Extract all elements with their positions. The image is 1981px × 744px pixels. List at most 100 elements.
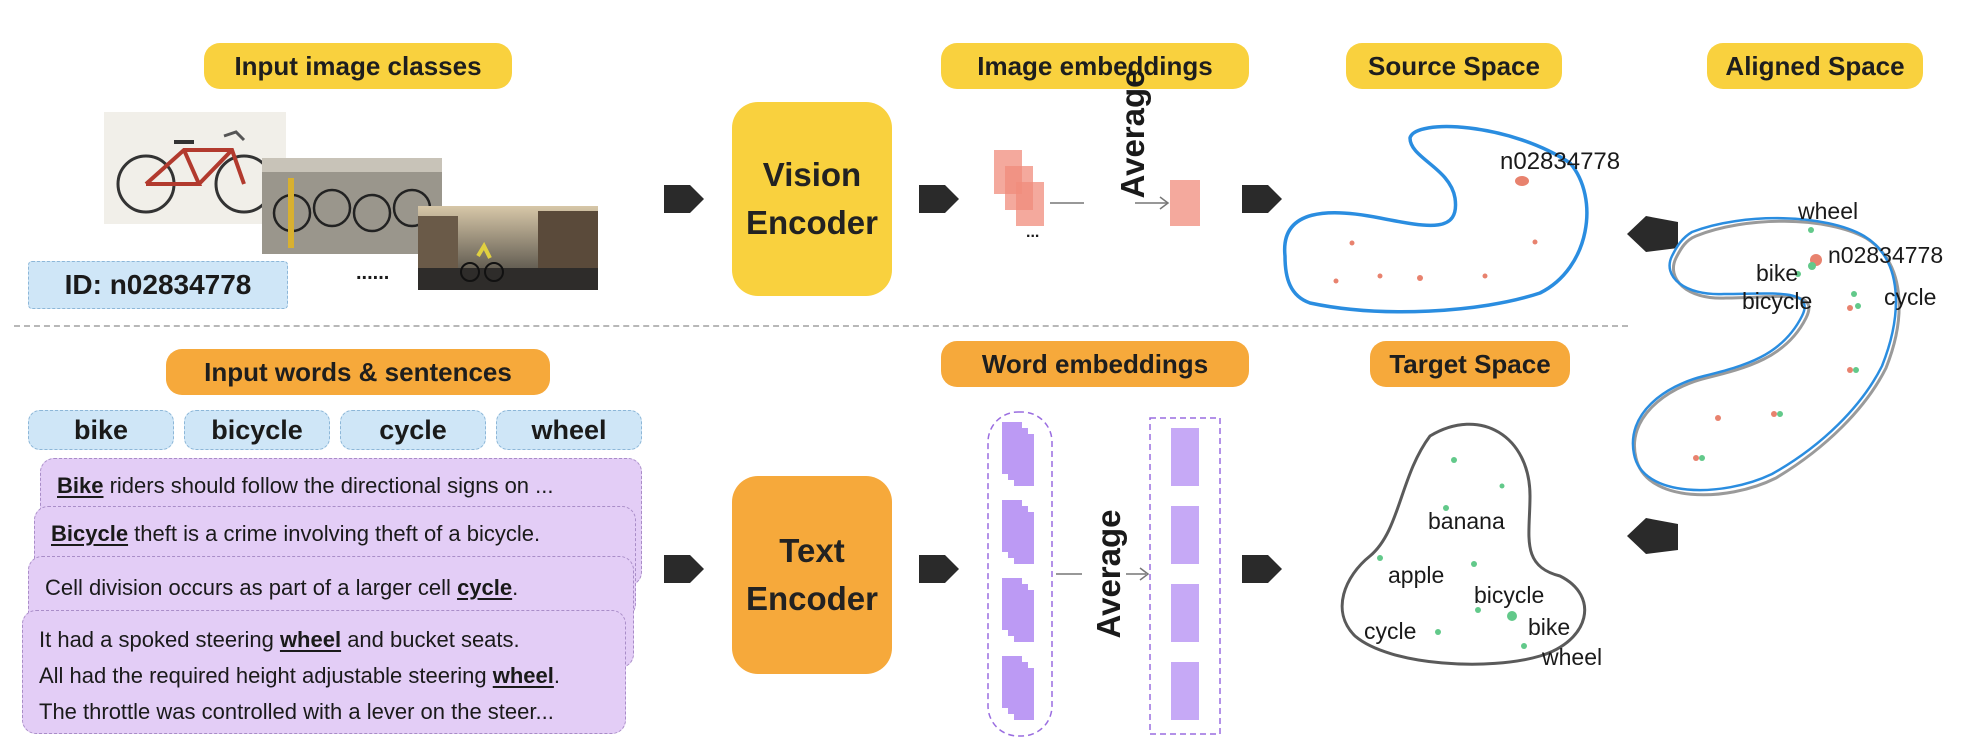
averaged-embedding-group-outline (1149, 417, 1221, 735)
target-space-curve (1340, 422, 1587, 666)
sentence-text: . (553, 663, 561, 688)
source-space-point-label: n02834778 (1500, 148, 1621, 175)
row-separator (14, 325, 1628, 327)
source-space-point (1377, 273, 1383, 279)
sentence-keyword: wheel (279, 627, 342, 652)
arrow-icon (919, 185, 959, 213)
word-chip-cycle: cycle (340, 410, 486, 450)
aligned-label-cycle: cycle (1884, 284, 1937, 310)
averaged-word-embedding (1171, 662, 1199, 720)
aligned-space-point (1851, 291, 1857, 297)
class-id-label: ID: n02834778 (28, 261, 288, 309)
aligned-space-point (1808, 227, 1814, 233)
aligned-label-id: n02834778 (1828, 242, 1944, 268)
averaged-word-embedding (1171, 506, 1199, 564)
word-chip-bike: bike (28, 410, 174, 450)
word-embedding-stack-1 (1002, 422, 1034, 486)
arrow-icon (1242, 185, 1282, 213)
image-embedding-tile-3 (1016, 182, 1044, 226)
target-space-point (1451, 457, 1457, 463)
sentence-text: riders should follow the directional sig… (103, 473, 554, 498)
word-average-label: Average (1090, 509, 1127, 639)
target-space-point (1521, 643, 1527, 649)
arrow-to-aligned-icon (1627, 216, 1678, 252)
aligned-space-point (1693, 455, 1699, 461)
aligned-space-point (1853, 367, 1859, 373)
target-label-banana: banana (1428, 508, 1505, 534)
source-space-point (1333, 278, 1339, 284)
text-encoder-box: Text Encoder (732, 476, 892, 674)
arrow-to-aligned-icon (1627, 518, 1678, 554)
sentence-text: The throttle was controlled with a lever… (39, 699, 554, 724)
vision-encoder-line2: Encoder (745, 204, 879, 241)
sentence-keyword: cycle (457, 575, 513, 600)
vision-encoder-box: Vision Encoder (732, 102, 892, 296)
aligned-space-point (1808, 262, 1816, 270)
source-space-point (1482, 273, 1488, 279)
sentence-keyword: Bike (57, 473, 104, 498)
target-space-point (1507, 611, 1517, 621)
aligned-space-point (1847, 305, 1853, 311)
word-embedding-stack-4 (1002, 656, 1034, 720)
source-space-label: Source Space (1346, 43, 1562, 89)
word-chip-wheel: wheel (496, 410, 642, 450)
source-space-point-main (1515, 176, 1529, 186)
aligned-space-point (1699, 455, 1705, 461)
aligned-space-point (1847, 367, 1853, 373)
sentence-text: theft is a crime involving theft of a bi… (128, 521, 541, 546)
input-words-sentences-label: Input words & sentences (166, 349, 550, 395)
sentence-text: All had the required height adjustable s… (39, 663, 493, 688)
word-embeddings-graphic (987, 411, 1221, 737)
sentence-keyword: Bicycle (51, 521, 129, 546)
input-image-classes-label: Input image classes (204, 43, 512, 89)
cyclist-street-photo (418, 206, 598, 290)
arrow-icon (1242, 555, 1282, 583)
aligned-space-point (1855, 303, 1861, 309)
sentence-text: It had a spoked steering (39, 627, 280, 652)
target-space-point (1499, 483, 1505, 489)
word-embedding-stack-3 (1002, 578, 1034, 642)
sentence-text: . (512, 575, 519, 600)
source-space-point (1532, 239, 1538, 245)
image-embeddings-graphic (994, 150, 1200, 226)
averaged-word-embedding (1171, 428, 1199, 486)
source-space-plot (1283, 124, 1589, 314)
sentence-card-4: It had a spoked steering wheel and bucke… (22, 610, 626, 734)
image-ellipsis: ...... (356, 262, 390, 284)
image-average-label: Average (1114, 69, 1151, 199)
aligned-space-curve-source (1631, 217, 1898, 492)
target-space-point (1443, 505, 1449, 511)
source-space-point (1349, 240, 1355, 246)
target-space-label: Target Space (1370, 341, 1570, 387)
aligned-label-wheel: wheel (1798, 198, 1859, 224)
bicycle-photo (104, 112, 286, 224)
sentence-text: and bucket seats. (341, 627, 520, 652)
image-embeddings-label: Image embeddings (941, 43, 1249, 89)
word-embedding-stack-2 (1002, 500, 1034, 564)
aligned-label-bike: bike (1756, 260, 1799, 286)
target-space-point (1435, 629, 1441, 635)
sentence-keyword: wheel (492, 663, 554, 688)
target-label-bike: bike (1528, 614, 1571, 640)
aligned-space-point (1795, 271, 1801, 277)
target-label-apple: apple (1388, 562, 1445, 588)
target-label-cycle: cycle (1364, 618, 1417, 644)
arrow-icon (664, 185, 704, 213)
aligned-space-point (1777, 411, 1783, 417)
sentence-text: Cell division occurs as part of a larger… (45, 575, 458, 600)
target-space-plot (1340, 422, 1587, 666)
arrow-icon (919, 555, 959, 583)
word-chip-bicycle: bicycle (184, 410, 330, 450)
target-label-wheel: wheel (1542, 644, 1603, 670)
aligned-label-bicycle: bicycle (1742, 288, 1813, 314)
text-encoder-line1: Text (779, 532, 845, 569)
aligned-space-point (1771, 411, 1777, 417)
arrow-icon (664, 555, 704, 583)
image-embedding-ellipsis: ... (1026, 224, 1040, 241)
source-space-curve (1283, 124, 1589, 314)
target-space-point (1471, 561, 1477, 567)
aligned-space-plot (1631, 217, 1901, 497)
target-space-point (1475, 607, 1481, 613)
word-embedding-group-outline (987, 411, 1053, 737)
source-space-point (1417, 275, 1423, 281)
